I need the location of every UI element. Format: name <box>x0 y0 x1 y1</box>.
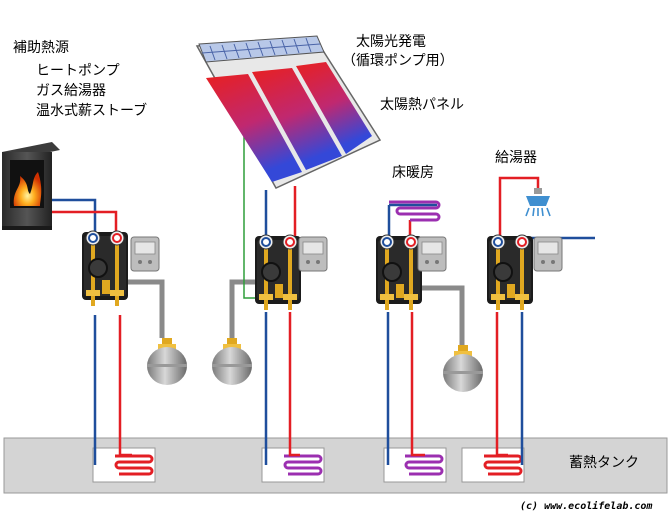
shower-head-icon <box>525 188 551 217</box>
aux-heat-title: 補助熱源 <box>13 40 69 56</box>
floor-heating-label: 床暖房 <box>392 165 434 181</box>
pump-station-aux <box>81 230 160 307</box>
pump-station-solar <box>254 234 328 311</box>
aux-heat-item-heat-pump: ヒートポンプ <box>36 63 120 79</box>
pump-station-hotwater <box>486 234 563 311</box>
solar-thermal-panel <box>195 37 382 189</box>
pv-subtitle: （循環ポンプ用） <box>342 53 454 69</box>
expansion-tank-floor <box>443 345 483 392</box>
storage-tank-label: 蓄熱タンク <box>569 455 639 471</box>
floor-heating-coil <box>389 200 441 222</box>
expansion-tank-solar <box>212 338 252 385</box>
expansion-tank-aux <box>147 338 187 385</box>
pump-station-floor <box>375 234 447 311</box>
solar-panel-label: 太陽熱パネル <box>380 97 464 113</box>
pv-title: 太陽光発電 <box>356 34 426 50</box>
water-heater-label: 給湯器 <box>495 150 537 166</box>
aux-heat-item-gas-heater: ガス給湯器 <box>36 83 106 99</box>
pv-module <box>198 35 325 63</box>
tank-heat-exchangers <box>92 447 525 483</box>
copyright-credit: (c) www.ecolifelab.com <box>520 501 653 512</box>
aux-heat-item-wood-stove: 温水式薪ストーブ <box>36 103 148 119</box>
pipes <box>50 112 595 465</box>
wood-stove-icon <box>2 142 60 230</box>
